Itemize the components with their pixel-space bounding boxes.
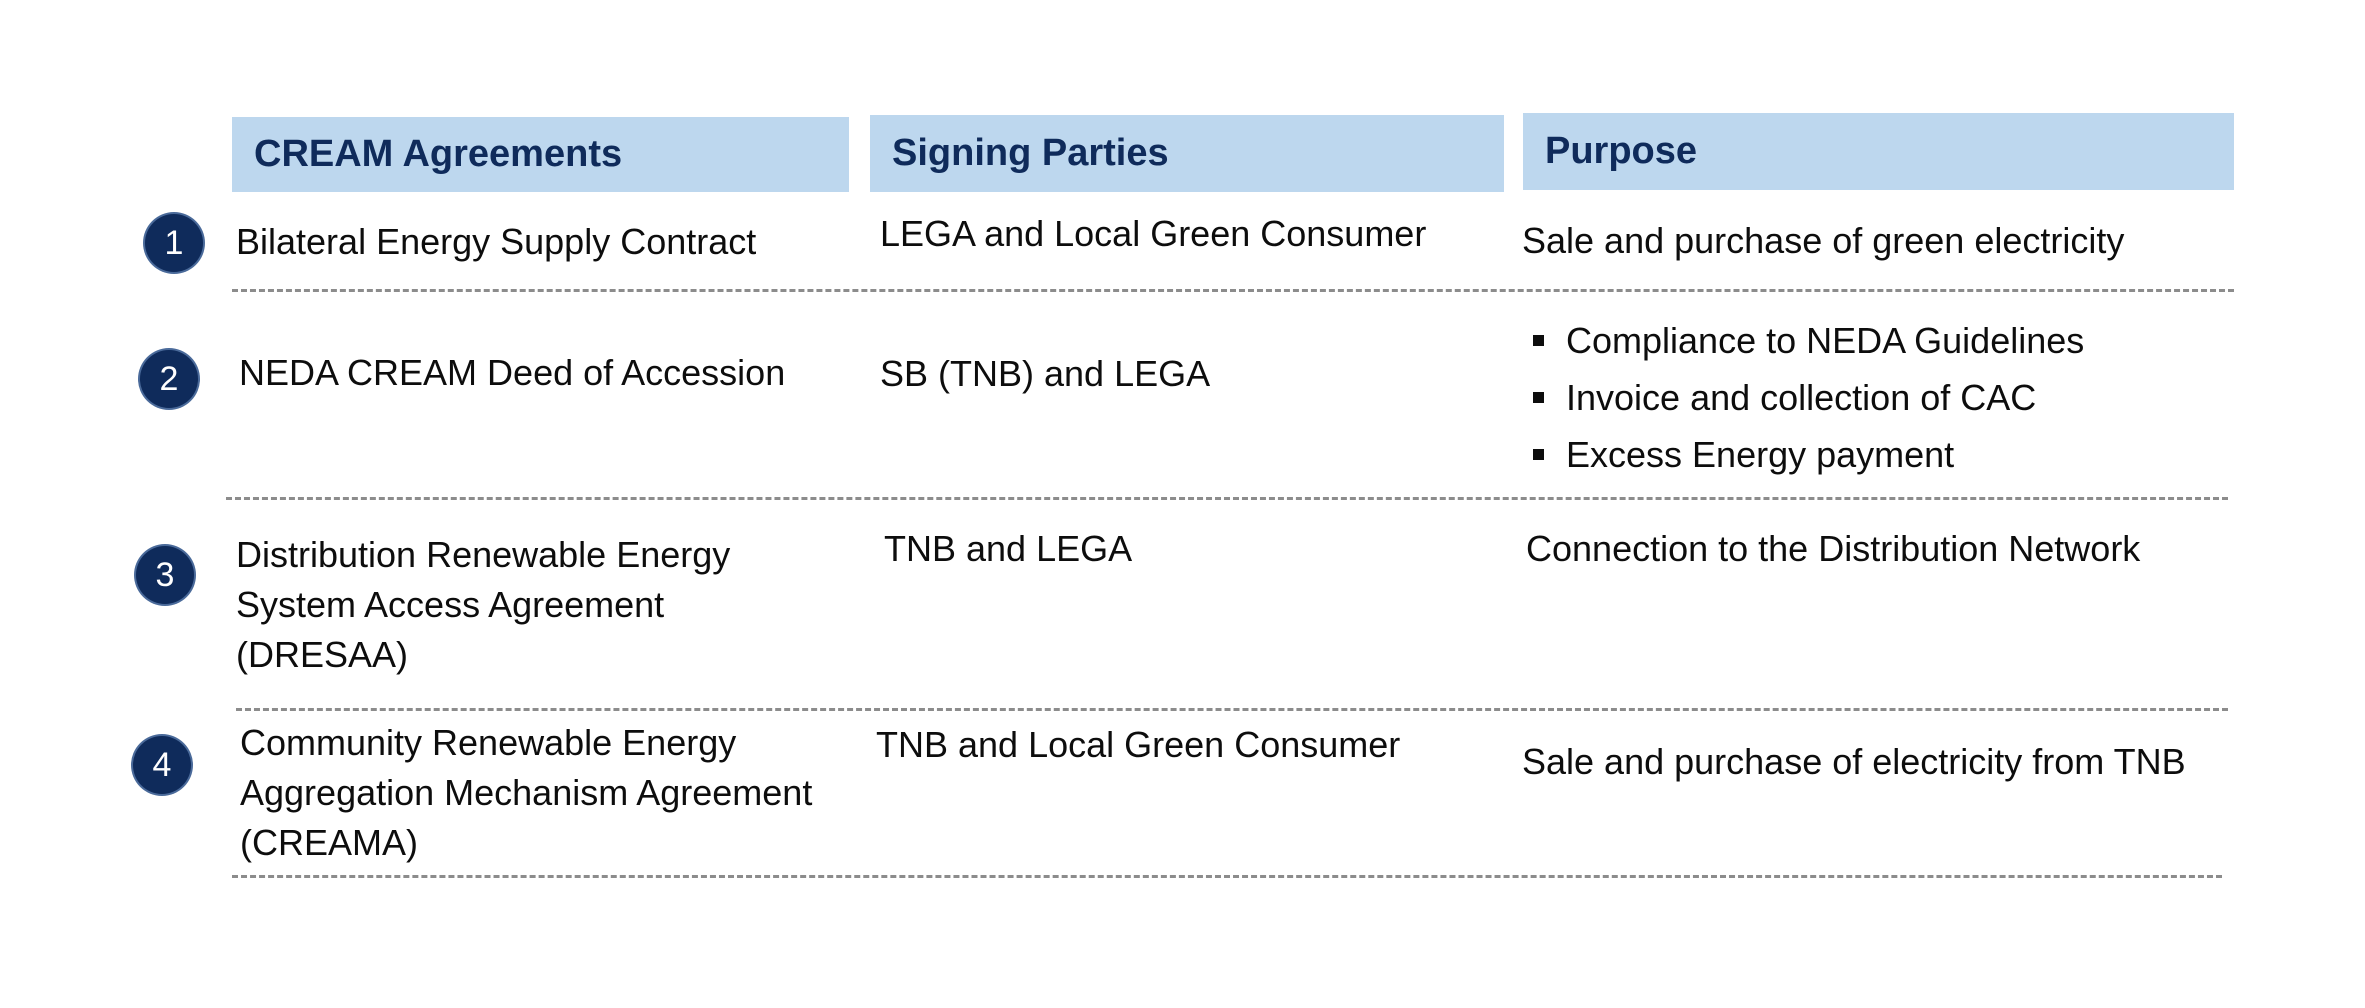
row-number-badge: 4 [133, 736, 191, 794]
row-number-badge: 3 [136, 546, 194, 604]
header-cream-agreements: CREAM Agreements [232, 117, 849, 192]
purpose-text: Sale and purchase of green electricity [1522, 220, 2125, 261]
row-number-badge: 1 [145, 214, 203, 272]
purpose-text: Connection to the Distribution Network [1526, 528, 2141, 569]
signing-parties: TNB and Local Green Consumer [876, 724, 1401, 765]
header-label: Purpose [1545, 130, 1698, 172]
agreement-name: (CREAMA) [240, 822, 418, 863]
signing-parties: SB (TNB) and LEGA [880, 353, 1211, 394]
agreement-name: System Access Agreement [236, 584, 665, 625]
header-signing-parties: Signing Parties [870, 115, 1504, 192]
purpose-bullet-list: Compliance to NEDA Guidelines Invoice an… [1528, 316, 2084, 487]
agreement-name: (DRESAA) [236, 634, 409, 675]
agreement-name: NEDA CREAM Deed of Accession [239, 352, 786, 393]
agreement-name: Community Renewable Energy [240, 722, 737, 763]
signing-parties: TNB and LEGA [884, 528, 1133, 569]
row-divider [232, 289, 2234, 292]
agreement-name: Distribution Renewable Energy [236, 534, 731, 575]
agreement-name: Bilateral Energy Supply Contract [236, 221, 757, 262]
row-divider [226, 497, 2228, 500]
header-label: Signing Parties [892, 132, 1169, 174]
row-divider [232, 875, 2222, 878]
purpose-bullet-item: Excess Energy payment [1528, 430, 2084, 487]
agreement-name: Aggregation Mechanism Agreement [240, 772, 813, 813]
header-label: CREAM Agreements [254, 133, 623, 175]
row-divider [236, 708, 2228, 711]
header-purpose: Purpose [1523, 113, 2234, 190]
purpose-bullet-item: Invoice and collection of CAC [1528, 373, 2084, 430]
purpose-bullet-item: Compliance to NEDA Guidelines [1528, 316, 2084, 373]
signing-parties: LEGA and Local Green Consumer [880, 213, 1427, 254]
purpose-text: Sale and purchase of electricity from TN… [1522, 741, 2186, 782]
row-number-badge: 2 [140, 350, 198, 408]
